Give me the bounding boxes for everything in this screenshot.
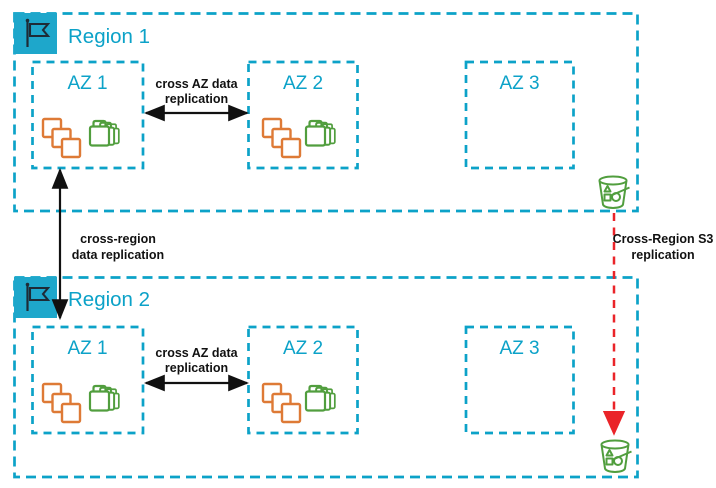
region2-az3-box [464, 325, 575, 435]
s3-bucket-icon [600, 439, 633, 473]
region-flag-icon [12, 275, 59, 320]
region2-az2-label: AZ 2 [283, 338, 323, 359]
s3-replication-label-line2: replication [631, 248, 694, 262]
s3-replication-label-line1: Cross-Region S3 [613, 232, 714, 246]
cross-az-label-region1-line1: cross AZ data [155, 77, 238, 91]
region2-az1-box [31, 325, 145, 435]
region-flag-icon [12, 11, 59, 56]
bucket-stack-icon [90, 386, 119, 411]
instance-stack-icon [261, 117, 302, 159]
region1-az1-box [31, 60, 145, 170]
region-2-box: Region 2 AZ 1 AZ 2 AZ 3 [12, 275, 639, 479]
s3-bucket-icon [598, 175, 631, 209]
cross-az-label-region2-line1: cross AZ data [155, 346, 238, 360]
instance-stack-icon [261, 382, 302, 424]
region1-az1-label: AZ 1 [67, 73, 107, 94]
cross-az-label-region1-line2: replication [165, 92, 228, 106]
instance-stack-icon [41, 117, 82, 159]
cross-region-label-line1: cross-region [80, 232, 156, 246]
bucket-stack-icon [306, 386, 335, 411]
bucket-stack-icon [90, 121, 119, 146]
region-2-label: Region 2 [68, 288, 150, 311]
region2-az2-box [247, 325, 359, 435]
region1-az2-label: AZ 2 [283, 73, 323, 94]
region1-az3-label: AZ 3 [499, 73, 539, 94]
bucket-stack-icon [306, 121, 335, 146]
instance-stack-icon [41, 382, 82, 424]
region-1-label: Region 1 [68, 25, 150, 48]
region-1-box: Region 1 AZ 1 AZ 2 AZ 3 [12, 11, 639, 213]
region1-az3-box [464, 60, 575, 170]
region2-az3-label: AZ 3 [499, 338, 539, 359]
cross-region-label-line2: data replication [72, 248, 164, 262]
region1-az2-box [247, 60, 359, 170]
cross-az-label-region2-line2: replication [165, 361, 228, 375]
region-2-border [13, 276, 639, 479]
region-1-border [13, 12, 639, 213]
region2-az1-label: AZ 1 [67, 338, 107, 359]
